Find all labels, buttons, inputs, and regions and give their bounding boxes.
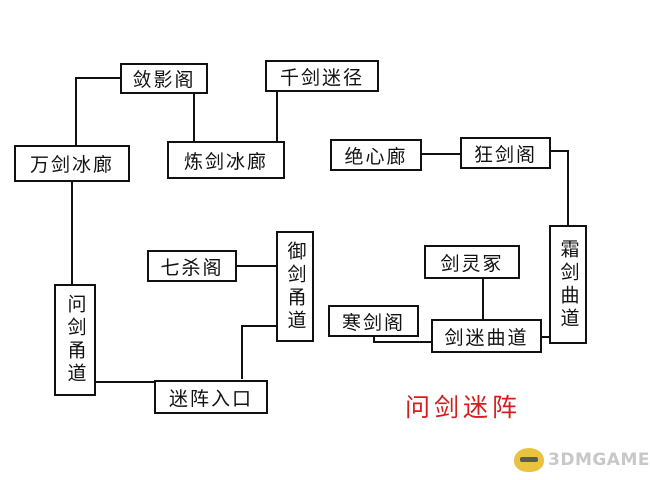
connector-kuangjian-shuangjian <box>550 150 569 226</box>
watermark-logo-icon <box>514 448 544 472</box>
node-lianying-ge: 敛影阁 <box>120 63 208 94</box>
node-jianmi-qudao: 剑迷曲道 <box>431 319 542 353</box>
node-qianjian-mijing: 千剑迷径 <box>265 60 379 92</box>
node-lianjian-binglang: 炼剑冰廊 <box>167 141 285 179</box>
node-mizhen-rukou: 迷阵入口 <box>154 380 268 414</box>
watermark-text: 3DMGAME <box>548 450 650 470</box>
connector-rukou-yujian <box>241 325 277 379</box>
node-kuangjian-ge: 狂剑阁 <box>460 137 551 169</box>
node-yujian-yongdao: 御剑甬道 <box>276 231 314 342</box>
node-juexin-lang: 绝心廊 <box>330 139 422 171</box>
node-hanjian-ge: 寒剑阁 <box>328 305 419 337</box>
node-wanjian-binglang: 万剑冰廊 <box>14 145 130 182</box>
connector-lianying-wanjian <box>75 77 120 146</box>
node-qisha-ge: 七杀阁 <box>147 250 237 282</box>
node-shuangjian-qudao: 霜剑曲道 <box>549 225 587 344</box>
node-jianling-zhong: 剑灵冢 <box>424 245 520 279</box>
diagram-title: 问剑迷阵 <box>405 393 522 422</box>
connector-hanjian-jianmi <box>373 335 432 343</box>
node-wenjian-yongdao: 问剑甬道 <box>54 284 96 396</box>
site-watermark: 3DMGAME <box>514 448 650 472</box>
